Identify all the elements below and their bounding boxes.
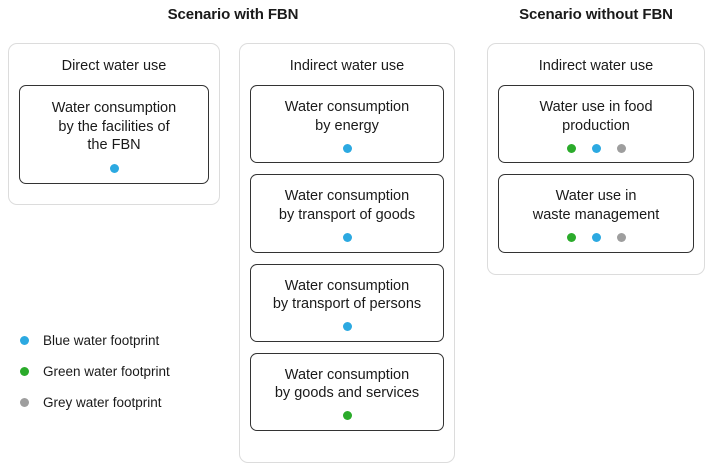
footprint-dot-group [259, 322, 435, 332]
panel-title-direct-water-use: Direct water use [61, 58, 167, 74]
green-dot-icon [566, 233, 576, 243]
green-dot-icon [566, 143, 576, 153]
item-box[interactable]: Water consumption by energy [250, 85, 444, 164]
item-box[interactable]: Water consumption by the facilities of t… [19, 85, 209, 185]
panel-direct-water-use: Direct water use Water consumption by th… [8, 43, 220, 205]
item-box[interactable]: Water consumption by transport of goods [250, 174, 444, 253]
legend-item: Blue water footprint [20, 325, 220, 356]
blue-dot-icon [20, 336, 29, 345]
item-label: Water consumption by the facilities of t… [51, 100, 177, 154]
item-box[interactable]: Water consumption by goods and services [250, 352, 444, 431]
grey-dot-icon [616, 143, 626, 153]
blue-dot-icon [109, 163, 119, 173]
legend-item: Green water footprint [20, 356, 220, 387]
panel-title-indirect-water-use-without-fbn: Indirect water use [538, 58, 654, 74]
panel-title-indirect-water-use-with-fbn: Indirect water use [289, 58, 405, 74]
box-list-direct-water-use: Water consumption by the facilities of t… [9, 85, 219, 194]
legend-label: Blue water footprint [43, 333, 160, 348]
legend-item: Grey water footprint [20, 387, 220, 418]
footprint-dot-group [507, 233, 685, 243]
panel-indirect-water-use-with-fbn: Indirect water use Water consumption by … [239, 43, 455, 463]
blue-dot-icon [591, 233, 601, 243]
footprint-dot-group [507, 143, 685, 153]
footprint-dot-group [259, 411, 435, 421]
item-label: Water consumption by transport of goods [278, 188, 416, 224]
green-dot-icon [20, 367, 29, 376]
item-box[interactable]: Water use in food production [498, 85, 694, 164]
item-label: Water consumption by goods and services [274, 366, 420, 402]
box-list-indirect-without-fbn: Water use in food production Water use i… [488, 85, 704, 262]
item-label: Water consumption by energy [284, 99, 410, 134]
legend: Blue water footprint Green water footpri… [20, 325, 220, 418]
green-dot-icon [342, 411, 352, 421]
item-label: Water use in waste management [532, 188, 660, 224]
heading-scenario-with-fbn: Scenario with FBN [167, 6, 299, 23]
item-label: Water use in food production [539, 99, 653, 134]
item-label: Water consumption by transport of person… [272, 277, 422, 313]
footprint-dot-group [259, 233, 435, 243]
blue-dot-icon [342, 143, 352, 153]
blue-dot-icon [342, 233, 352, 243]
heading-scenario-without-fbn: Scenario without FBN [519, 6, 673, 23]
footprint-dot-group [259, 143, 435, 153]
blue-dot-icon [342, 322, 352, 332]
blue-dot-icon [591, 143, 601, 153]
grey-dot-icon [616, 233, 626, 243]
box-list-indirect-with-fbn: Water consumption by energy Water consum… [240, 85, 454, 440]
legend-label: Green water footprint [43, 364, 170, 379]
item-box[interactable]: Water consumption by transport of person… [250, 263, 444, 342]
footprint-dot-group [28, 163, 200, 173]
legend-label: Grey water footprint [43, 395, 162, 410]
grey-dot-icon [20, 398, 29, 407]
item-box[interactable]: Water use in waste management [498, 174, 694, 253]
panel-indirect-water-use-without-fbn: Indirect water use Water use in food pro… [487, 43, 705, 275]
